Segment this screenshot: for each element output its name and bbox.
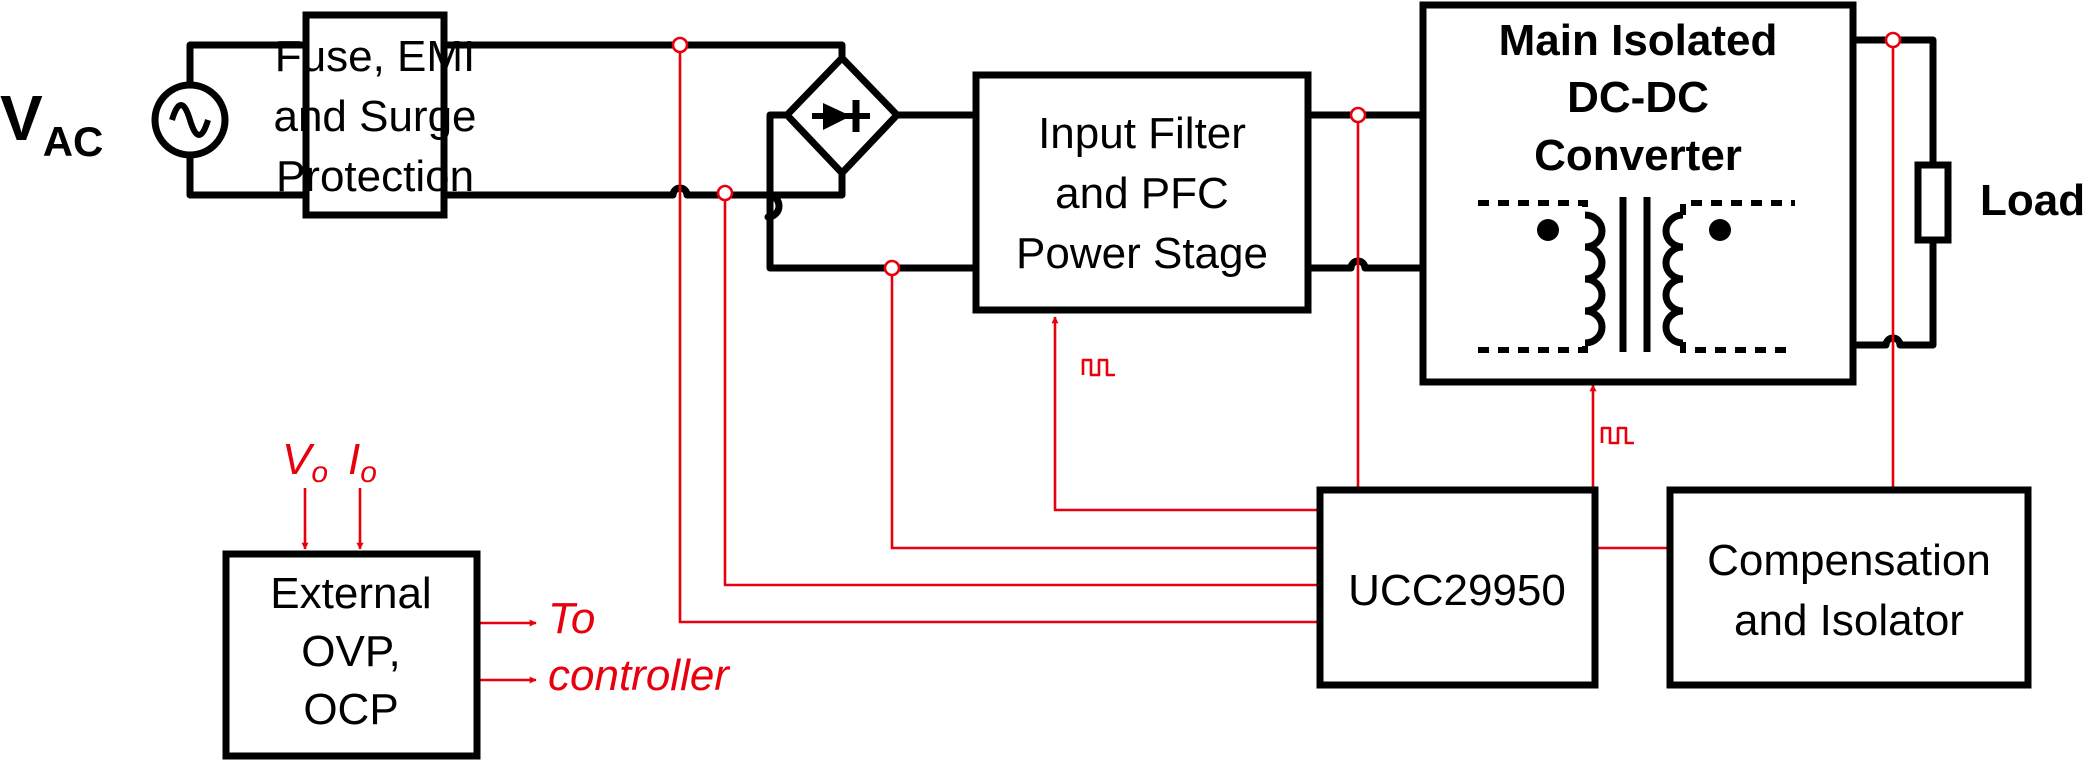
pfc-line-1: Input Filter bbox=[1038, 109, 1246, 158]
pfc-line-3: Power Stage bbox=[1016, 229, 1268, 278]
fuse-emi-line-1: Fuse, EMI bbox=[275, 32, 476, 81]
compensation-block bbox=[1666, 486, 2032, 689]
dcdc-line-1: Main Isolated bbox=[1499, 16, 1778, 65]
transformer-symbol bbox=[1478, 197, 1795, 353]
controller-block bbox=[1316, 486, 1599, 689]
fuse-emi-block bbox=[302, 11, 448, 219]
protection-line-2: OVP, bbox=[301, 627, 400, 676]
load-label: Load bbox=[1980, 176, 2085, 225]
fuse-emi-line-3: Protection bbox=[276, 152, 474, 201]
compensation-line-2: and Isolator bbox=[1734, 596, 1964, 645]
vac-label: VAC bbox=[0, 82, 103, 165]
to-controller-line-1: To bbox=[548, 594, 595, 643]
compensation-line-1: Compensation bbox=[1707, 536, 1991, 585]
bridge-rectifier-symbol bbox=[783, 54, 901, 177]
io-label: Io bbox=[348, 435, 377, 489]
sense-points bbox=[671, 31, 1902, 277]
protection-line-3: OCP bbox=[303, 685, 398, 734]
to-controller-line-2: controller bbox=[548, 651, 731, 700]
protection-block bbox=[222, 550, 481, 760]
fuse-emi-line-2: and Surge bbox=[273, 92, 476, 141]
dcdc-line-3: Converter bbox=[1534, 131, 1742, 180]
controller-label: UCC29950 bbox=[1348, 566, 1566, 615]
load-resistor-symbol bbox=[1914, 161, 1952, 244]
dcdc-block bbox=[1419, 1, 1857, 386]
vo-label: Vo bbox=[282, 435, 328, 489]
pfc-block bbox=[972, 71, 1312, 314]
protection-line-1: External bbox=[270, 569, 431, 618]
ac-source-symbol bbox=[151, 81, 229, 159]
pfc-line-2: and PFC bbox=[1055, 169, 1229, 218]
power-path bbox=[186, 36, 1937, 349]
dcdc-line-2: DC-DC bbox=[1567, 73, 1709, 122]
